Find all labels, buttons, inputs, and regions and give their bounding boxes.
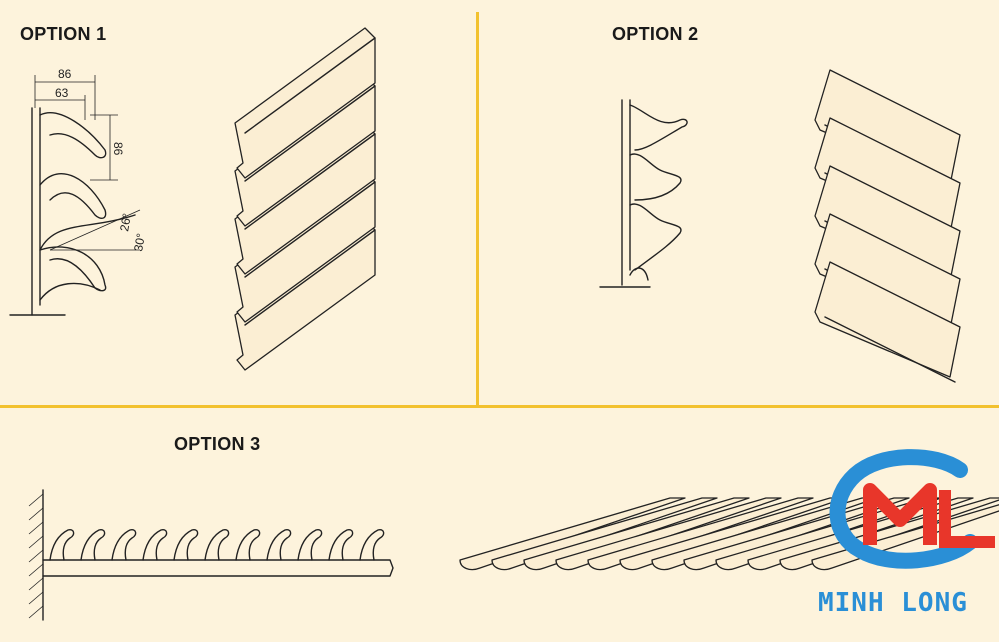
option3-slat	[523, 497, 750, 571]
dim-pitch: 86	[111, 142, 125, 156]
dim-inner-width: 63	[55, 86, 69, 100]
dim-outer-width: 86	[58, 67, 72, 81]
option3-slat	[491, 497, 718, 571]
divider-horizontal	[0, 405, 999, 408]
option3-slat	[619, 497, 846, 571]
option3-hook	[173, 528, 199, 561]
option3-hook	[49, 528, 75, 561]
option1-slats-drawing	[234, 27, 376, 371]
option1-slat	[234, 27, 376, 179]
angle-26: 26°	[117, 212, 134, 233]
option1-section-drawing: 86 63 86 26° 30°	[9, 67, 148, 316]
option3-hook	[266, 528, 292, 561]
logo-text: MINH LONG	[818, 588, 968, 618]
option3-slat	[459, 497, 686, 571]
option1-title: OPTION 1	[20, 24, 107, 44]
option3-hook	[204, 528, 230, 561]
option2-title: OPTION 2	[612, 24, 699, 44]
option3-hook	[235, 528, 261, 561]
option3-slat	[555, 497, 782, 571]
option3-slat	[747, 497, 974, 571]
option3-hook	[142, 528, 168, 561]
option3-hook	[328, 528, 354, 561]
angle-30: 30°	[131, 232, 148, 253]
option2-slat	[814, 261, 961, 383]
option3-slats-drawing	[459, 497, 999, 571]
option2-slats-drawing	[814, 69, 961, 383]
divider-vertical	[476, 12, 479, 407]
option3-hook	[359, 528, 385, 561]
mlg-logo-mark	[829, 449, 995, 569]
option3-title: OPTION 3	[174, 434, 261, 454]
option3-hook	[80, 528, 106, 561]
option3-section-drawing	[28, 489, 394, 621]
option3-slat	[587, 497, 814, 571]
option3-hook	[297, 528, 323, 561]
option3-hook	[111, 528, 137, 561]
option2-section-drawing	[599, 99, 688, 288]
